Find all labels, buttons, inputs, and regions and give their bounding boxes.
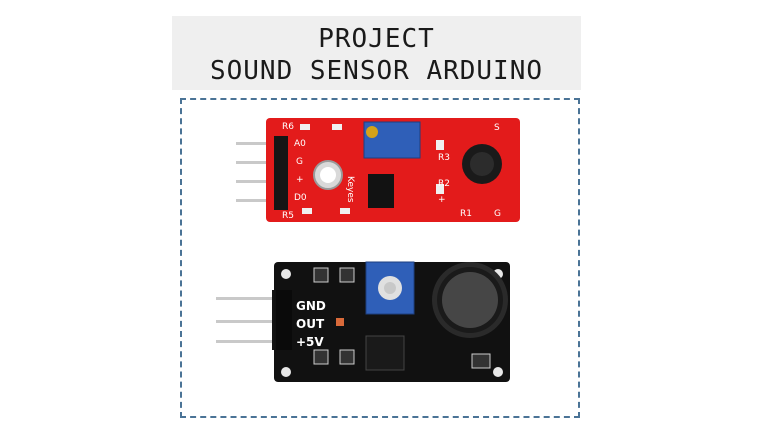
red-board: [266, 118, 520, 222]
label-keyes: Keyes: [345, 176, 355, 203]
image-frame: [180, 98, 580, 418]
pin-label-gnd: GND: [296, 299, 326, 313]
ic-chip: [368, 174, 394, 208]
label-r5: R5: [282, 211, 294, 221]
label-r3: R3: [438, 153, 450, 163]
ic-chip-black: [365, 335, 405, 371]
label-r1: R1: [460, 209, 472, 219]
title-banner: PROJECT SOUND SENSOR ARDUINO: [172, 16, 581, 90]
pin-label-5v: +5V: [296, 335, 324, 349]
label-r2: R2: [438, 179, 450, 189]
title-line-2: SOUND SENSOR ARDUINO: [209, 56, 544, 86]
red-sound-sensor-module: R6 A0 G + D0 R5 S R3 R2 R1 G + Keyes: [236, 112, 526, 227]
label-d0: D0: [294, 193, 307, 203]
label-g-left: G: [296, 157, 303, 167]
label-s: S: [494, 123, 500, 133]
title-line-1: PROJECT: [318, 24, 435, 54]
pin-label-out: OUT: [296, 317, 325, 331]
label-plus-left: +: [296, 175, 304, 185]
label-r6: R6: [282, 122, 294, 132]
label-g-right: G: [494, 209, 501, 219]
label-a0: A0: [294, 139, 306, 149]
black-sound-sensor-module: GND OUT +5V: [216, 252, 516, 387]
red-module-drawing: R6 A0 G + D0 R5 S R3 R2 R1 G + Keyes: [236, 118, 520, 222]
black-module-drawing: GND OUT +5V: [216, 261, 510, 382]
label-plus-right: +: [438, 195, 446, 205]
